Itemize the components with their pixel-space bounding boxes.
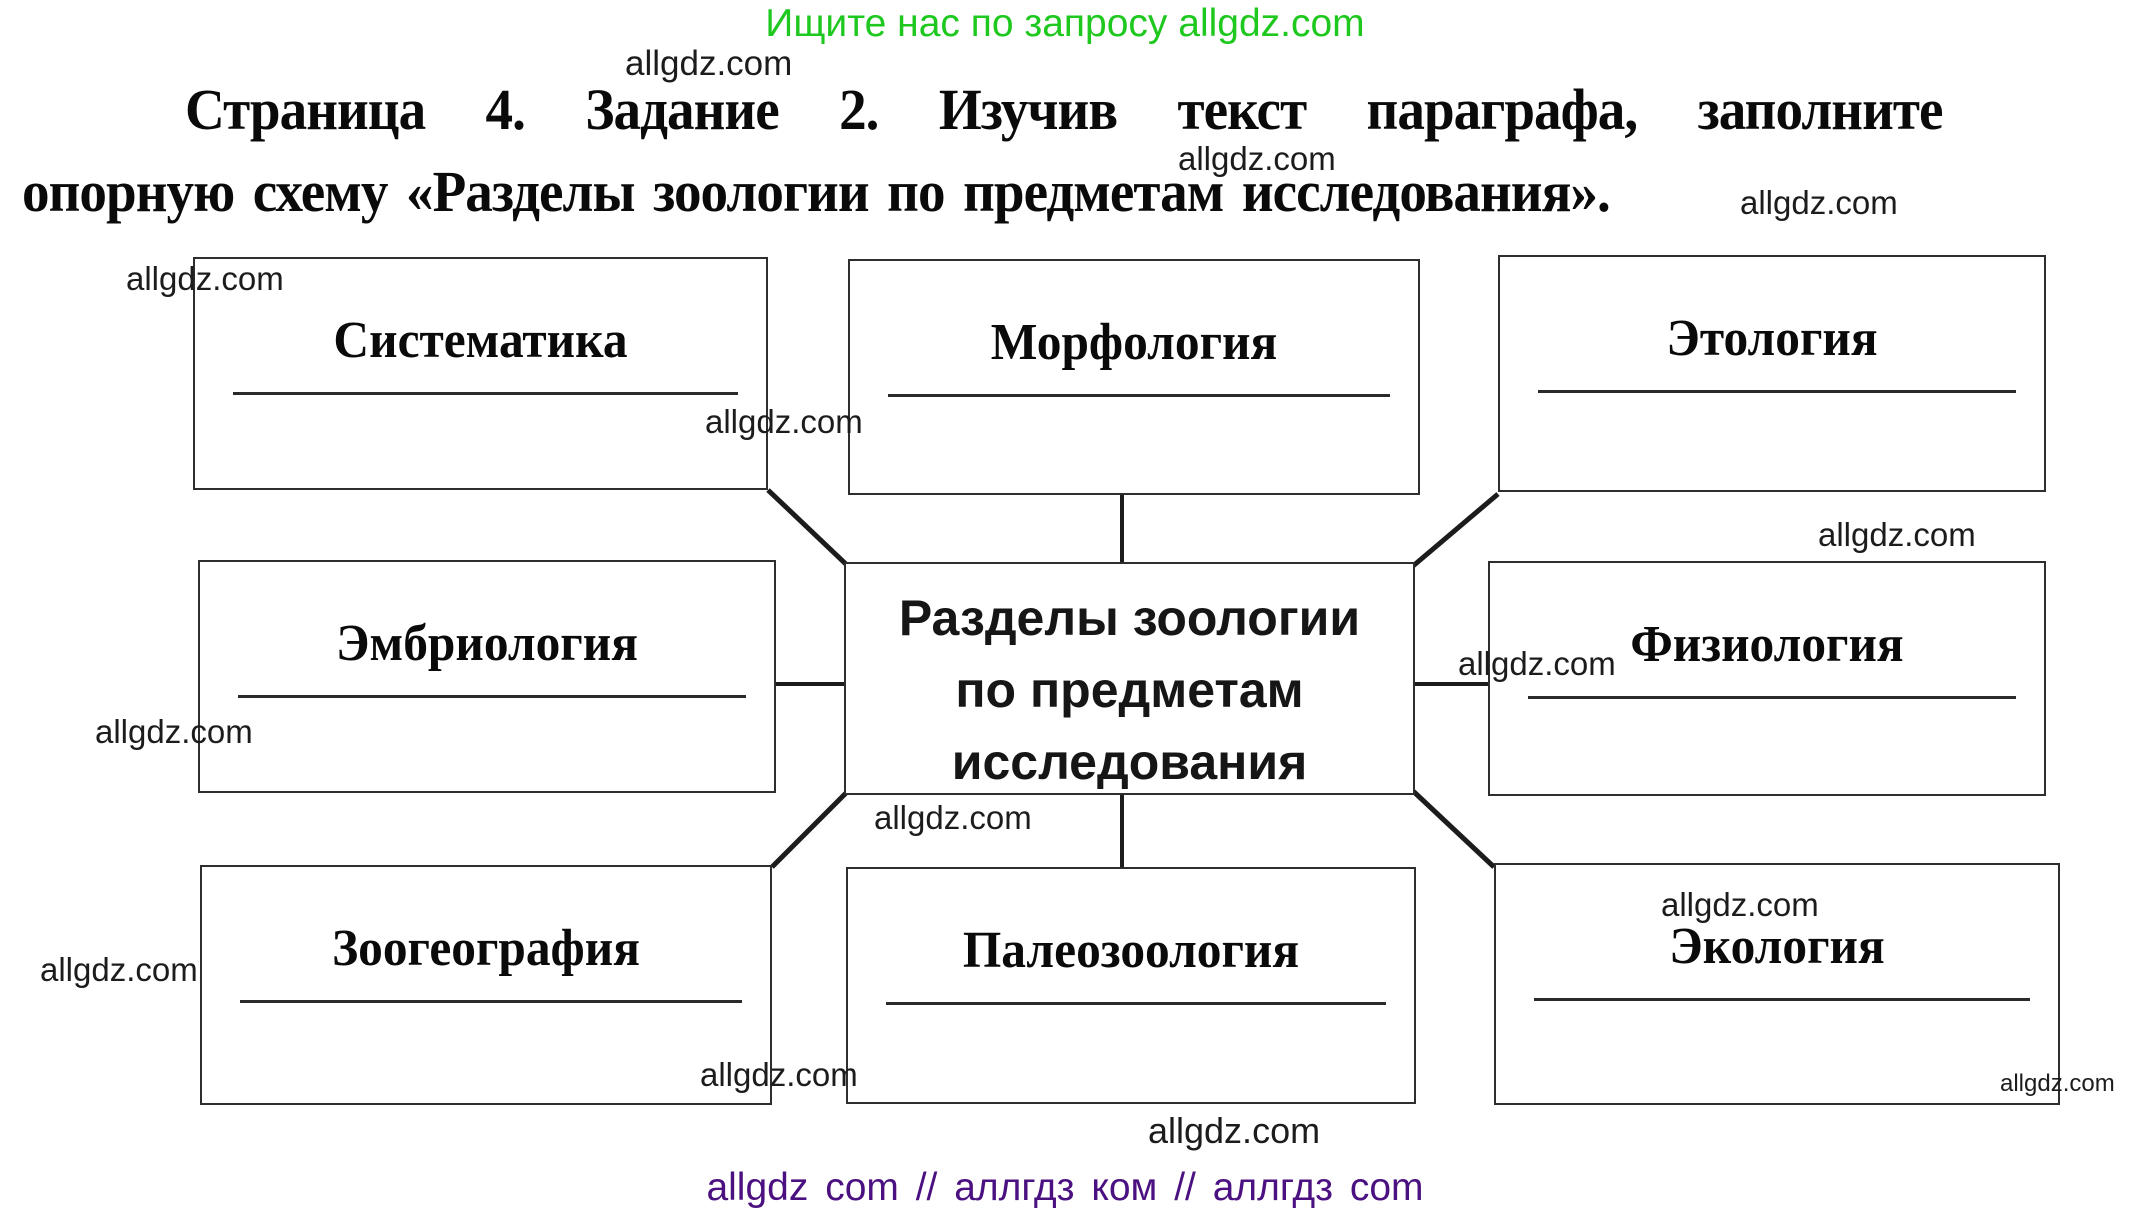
center-title-line: по предметам [955, 662, 1304, 718]
answer-blank-line [1534, 998, 2030, 1001]
watermark: allgdz.com [95, 713, 253, 750]
footer-watermark: allgdz com // аллгдз ком // аллгдз com [706, 1166, 1424, 1209]
connector-zoogeografiya [770, 789, 850, 869]
center-title-line: Разделы зоологии [898, 590, 1361, 646]
answer-blank-line [1528, 696, 2016, 699]
box-label: Эмбриология [336, 615, 638, 672]
answer-blank-line [888, 394, 1390, 397]
connector-sistematika [766, 488, 850, 568]
watermark: allgdz.com [2000, 1070, 2115, 1097]
box-label: Морфология [990, 314, 1278, 371]
watermark: allgdz.com [1148, 1110, 1321, 1151]
connector-ekologiya [1411, 789, 1496, 869]
watermark: allgdz.com [126, 260, 284, 297]
answer-blank-line [1538, 390, 2016, 393]
box-label: Зоогеография [332, 920, 640, 977]
watermark: allgdz.com [40, 951, 198, 988]
connector-etologiya [1411, 492, 1500, 568]
watermark: allgdz.com [705, 403, 863, 440]
diagram-box-fiziologiya: Физиология [1488, 561, 2046, 796]
diagram-box-zoogeografiya: Зоогеография [200, 865, 772, 1105]
diagram-center-box: Разделы зоологии по предметам исследован… [844, 562, 1415, 795]
diagram-box-ekologiya: Экология [1494, 863, 2060, 1105]
task-title-line2: опорную схему «Разделы зоологии по предм… [22, 159, 1611, 224]
center-title-line: исследования [951, 734, 1308, 790]
diagram-box-etologiya: Этология [1498, 255, 2046, 492]
box-label: Физиология [1630, 616, 1904, 673]
watermark: allgdz.com [1178, 140, 1336, 177]
promo-banner: Ищите нас по запросу allgdz.com [765, 2, 1365, 45]
box-label: Экология [1669, 918, 1885, 975]
watermark: allgdz.com [1740, 184, 1898, 221]
task-title-line1: Страница 4. Задание 2. Изучив текст пара… [185, 77, 1943, 142]
diagram-box-morfologiya: Морфология [848, 259, 1420, 495]
answer-blank-line [233, 392, 738, 395]
answer-blank-line [238, 695, 746, 698]
watermark: allgdz.com [700, 1056, 858, 1093]
answer-blank-line [886, 1002, 1386, 1005]
diagram-box-paleozoologiya: Палеозоология [846, 867, 1416, 1104]
box-label: Палеозоология [962, 922, 1300, 979]
watermark: allgdz.com [1661, 886, 1819, 923]
watermark: allgdz.com [874, 799, 1032, 836]
diagram-box-sistematika: Систематика [193, 257, 768, 490]
watermark: allgdz.com [1458, 645, 1616, 682]
watermark: allgdz.com [1818, 516, 1976, 553]
box-label: Этология [1666, 310, 1878, 367]
box-label: Систематика [333, 312, 628, 369]
diagram-box-embriologiya: Эмбриология [198, 560, 776, 793]
watermark: allgdz.com [625, 44, 793, 83]
answer-blank-line [240, 1000, 742, 1003]
